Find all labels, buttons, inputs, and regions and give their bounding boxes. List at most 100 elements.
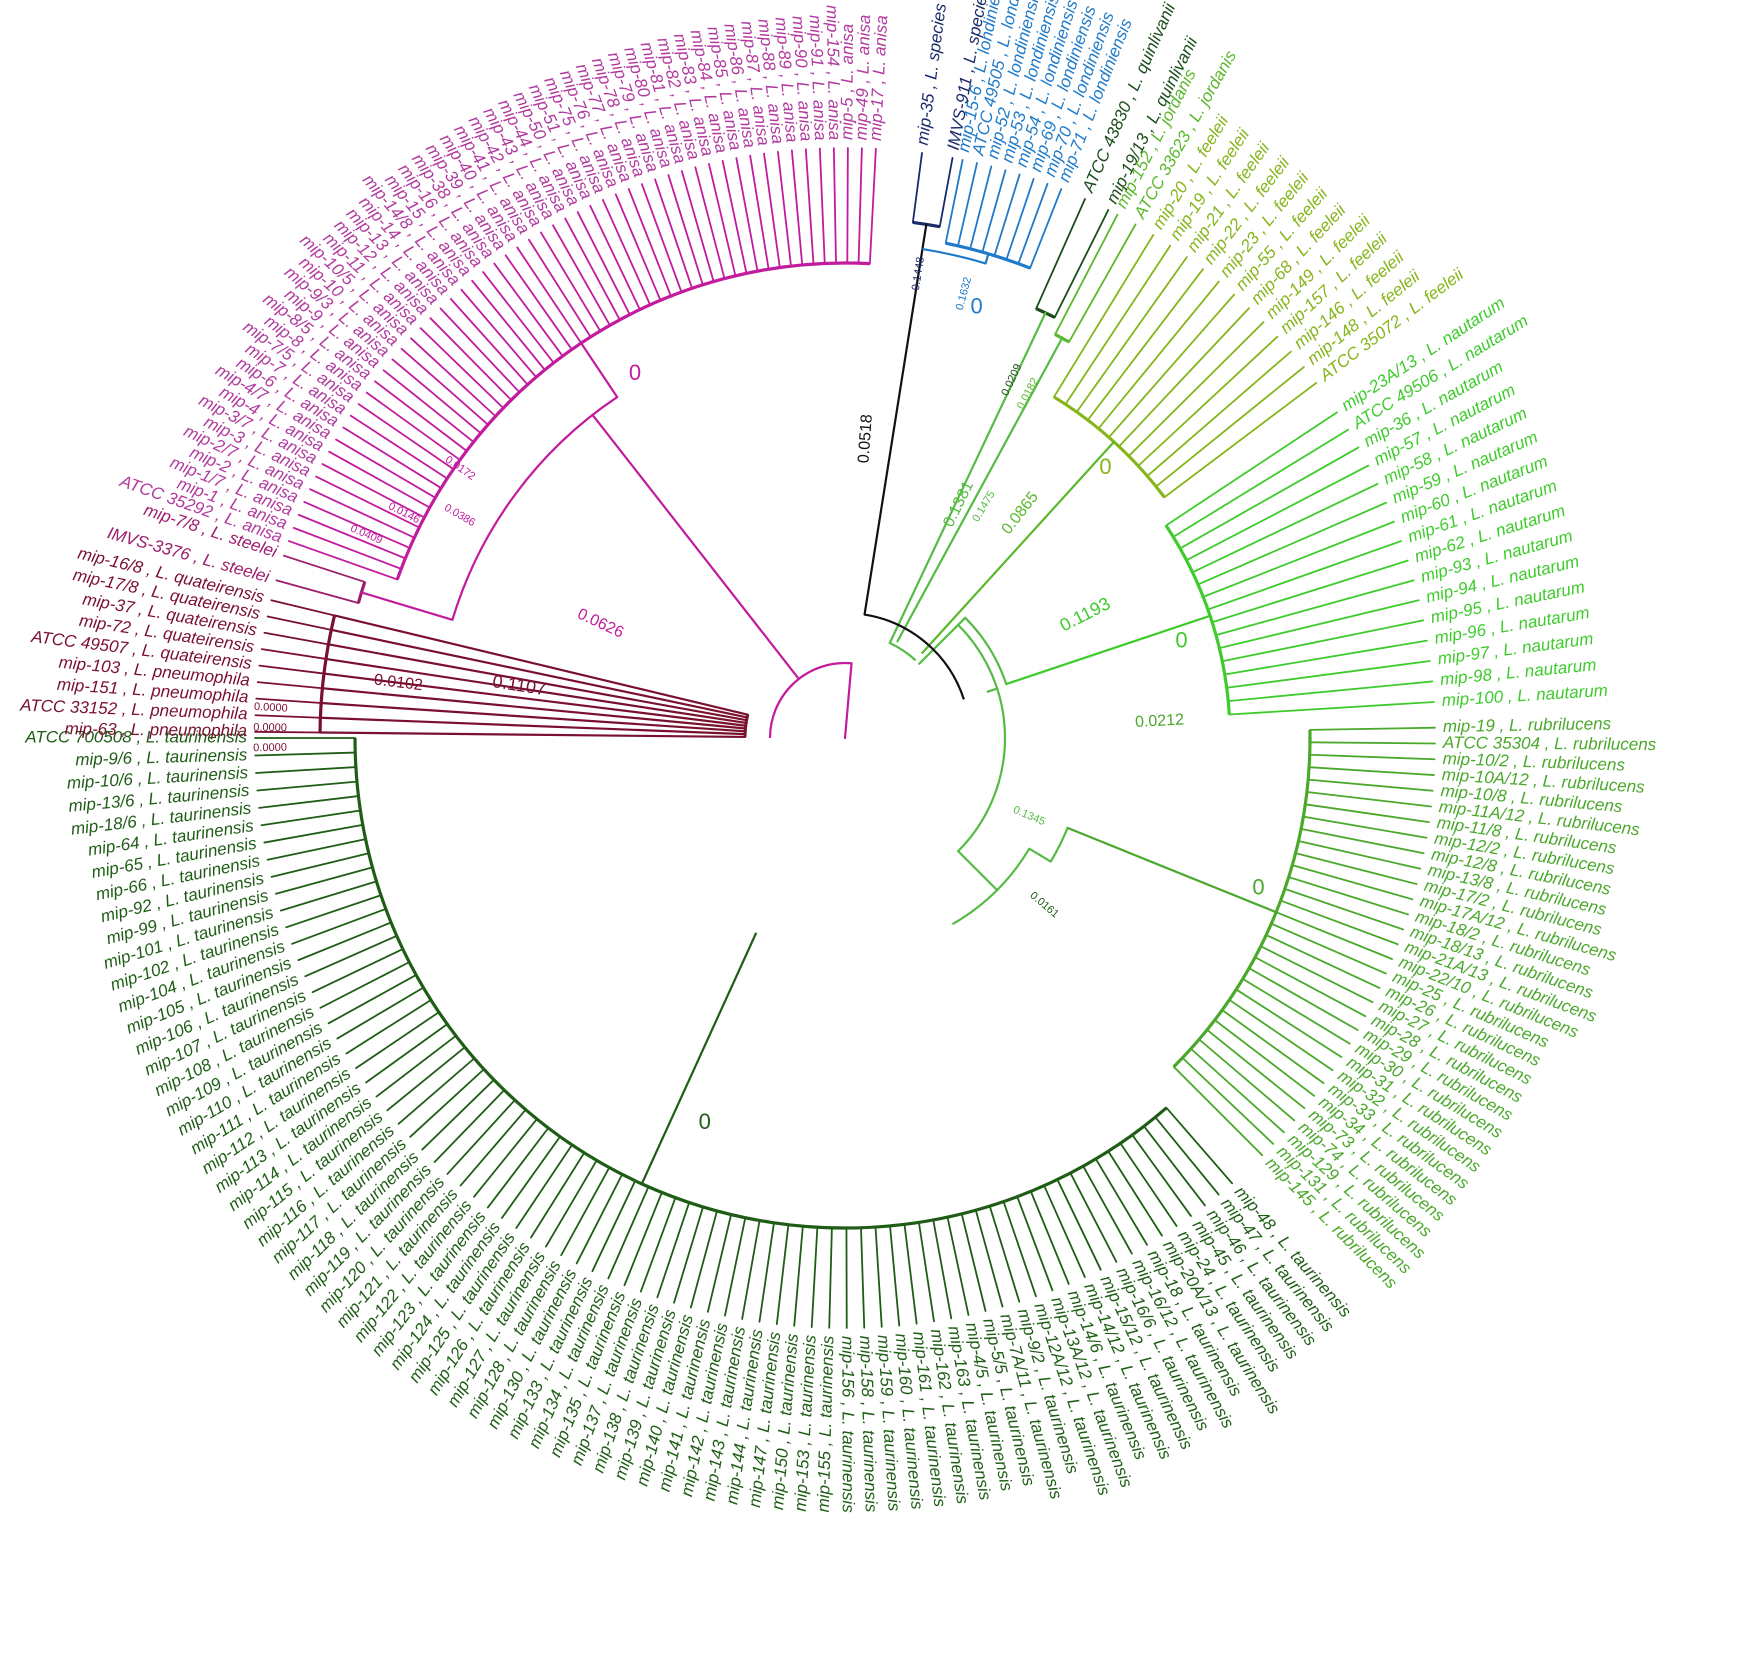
leaf-branch — [1300, 827, 1425, 855]
leaf-branch — [1118, 307, 1250, 448]
leaf-branch — [623, 1191, 663, 1287]
leaf-branch — [1082, 1165, 1133, 1255]
leaf-branch — [1254, 956, 1367, 1018]
leaf-branch — [694, 166, 726, 280]
leaf-branch — [1181, 1056, 1275, 1145]
leaf-branch — [1305, 791, 1432, 808]
branch-length-label: 0.0518 — [855, 414, 875, 464]
leaf-branch — [969, 165, 993, 250]
leaf-label: mip-5 , L. anisa — [837, 24, 857, 140]
leaf-branch — [258, 795, 360, 809]
leaf-branch — [357, 403, 455, 471]
branch-internal — [1028, 847, 1052, 863]
leaf-branch — [375, 1034, 457, 1098]
leaf-branch — [1002, 1200, 1037, 1298]
leaf-branch — [938, 156, 954, 228]
leaf-branch — [315, 475, 421, 529]
branch-length-label: 0.0865 — [998, 489, 1042, 538]
leaf-branch — [1235, 988, 1343, 1058]
leaf-branch — [486, 1127, 550, 1209]
leaf-branch — [749, 154, 770, 271]
branch-nautarum — [1005, 614, 1212, 686]
leaf-branch — [342, 426, 442, 489]
leaf-branch — [1119, 1142, 1178, 1227]
leaf-branch — [832, 147, 837, 264]
leaf-branch — [515, 1144, 573, 1229]
leaf-branch — [1029, 1190, 1070, 1285]
branch-steelei — [360, 591, 454, 621]
leaf-branch — [775, 1223, 790, 1325]
leaf-branch — [256, 681, 324, 690]
branch-pneumophila — [322, 672, 747, 727]
leaf-branch — [1035, 198, 1086, 310]
leaf-branch — [1165, 1106, 1233, 1185]
leaf-branch — [793, 1225, 804, 1327]
leaf-branch — [1064, 244, 1172, 406]
branch-pneumophila — [324, 657, 748, 725]
leaf-branch — [275, 579, 360, 604]
branch-jordanis — [896, 337, 1064, 643]
branch-pneumophila — [318, 731, 747, 739]
leaf-branch — [1185, 464, 1370, 562]
leaf-branch — [429, 317, 513, 401]
branch-length-label: 0.0212 — [1135, 711, 1185, 731]
leaf-branch — [1225, 660, 1431, 689]
green-root-arc — [957, 624, 1007, 852]
branch-quinlivanii — [888, 311, 1047, 645]
leaf-branch — [335, 438, 437, 499]
leaf-branch — [1086, 268, 1204, 421]
leaf-branch — [349, 414, 449, 480]
leaf-branch — [1270, 922, 1387, 975]
node-arc — [768, 661, 852, 739]
leaf-branch — [721, 159, 748, 275]
leaf-branch — [627, 188, 672, 297]
leaf-branch — [564, 217, 621, 321]
leaf-branch — [260, 809, 362, 827]
leaf-label: mip-154 , L. anisa — [823, 5, 845, 140]
branch-taurinensis — [640, 932, 757, 1185]
branch-length-label: 0.0102 — [373, 671, 424, 694]
leaf-branch — [857, 147, 863, 265]
node-arc — [743, 714, 750, 737]
leaf-branch — [1307, 778, 1434, 792]
leaf-branch — [1172, 1065, 1264, 1157]
leaf-branch — [279, 880, 378, 912]
leaf-branch — [1287, 876, 1409, 916]
leaf-branch — [528, 238, 592, 338]
leaf-branch — [918, 1221, 935, 1323]
leaf-branch — [1137, 335, 1279, 467]
leaf-branch — [1265, 934, 1381, 989]
leaf-branch — [1302, 815, 1428, 839]
branch-length-label: 0.0146 — [386, 500, 421, 526]
leaf-branch — [860, 1226, 866, 1329]
leaf-branch — [493, 262, 564, 357]
leaf-branch — [1202, 520, 1395, 598]
leaf-branch — [266, 615, 333, 631]
leaf-branch — [946, 1216, 970, 1316]
leaf-branch — [336, 986, 425, 1040]
node-arc — [922, 248, 986, 265]
branch-pneumophila — [320, 701, 747, 733]
leaf-branch — [993, 173, 1021, 257]
leaf-branch — [818, 147, 826, 265]
leaf-branch — [874, 1226, 883, 1328]
leaf-branch — [981, 169, 1007, 253]
leaf-branch — [1211, 559, 1409, 624]
leaf-branch — [689, 1210, 718, 1309]
branch-length-label: 0.1193 — [1057, 593, 1114, 635]
leaf-branch — [410, 337, 497, 418]
branch-pneumophila — [321, 687, 747, 730]
leaf-branch — [1207, 540, 1403, 611]
leaf-label: mip-63 , L. pneumophila — [65, 719, 248, 740]
branch-length-label: 0.0626 — [575, 606, 627, 642]
leaf-branch — [545, 1159, 598, 1248]
branch-backbone — [863, 223, 928, 616]
leaf-branch — [256, 780, 358, 792]
leaf-branch — [319, 961, 411, 1009]
leaf-branch — [1154, 1116, 1220, 1196]
leaf-branch — [763, 152, 781, 269]
leaf-branch — [292, 526, 403, 570]
branch-internal — [957, 850, 999, 892]
